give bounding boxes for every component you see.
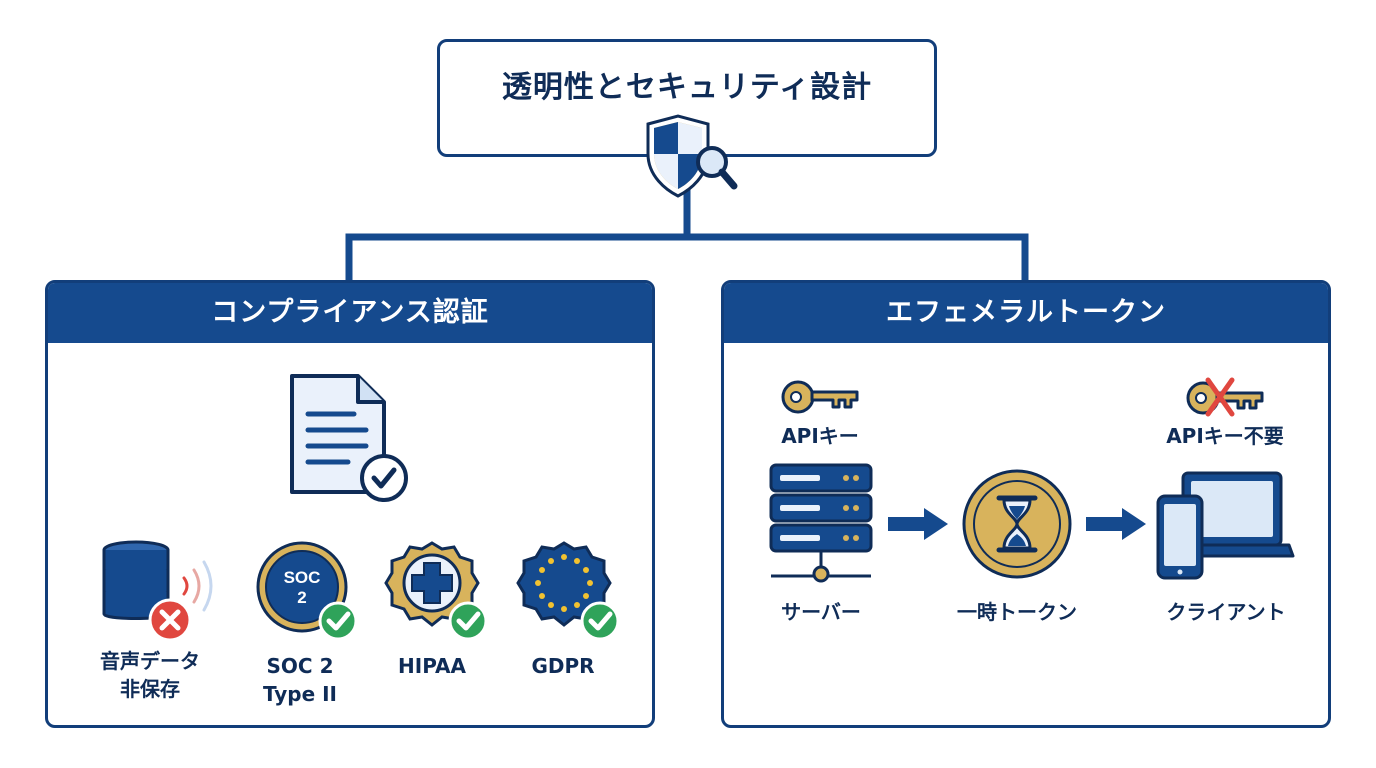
ephemeral-panel-title: エフェメラルトークン <box>724 283 1328 343</box>
svg-text:2: 2 <box>297 588 306 607</box>
arrow-right-icon <box>1086 508 1146 540</box>
database-no-storage-icon <box>102 540 213 642</box>
compliance-panel: コンプライアンス認証 <box>45 280 655 728</box>
compliance-panel-title: コンプライアンス認証 <box>48 283 652 343</box>
hipaa-badge-icon <box>384 541 488 641</box>
client-label: クライアント <box>1166 600 1286 624</box>
key-icon <box>781 380 859 414</box>
svg-text:SOC: SOC <box>284 568 321 587</box>
no-voice-storage-label: 音声データ 非保存 <box>100 649 200 701</box>
hourglass-token-icon <box>962 469 1072 579</box>
api-key-label: APIキー <box>781 424 859 448</box>
client-devices-icon <box>1156 471 1295 580</box>
server-icon <box>769 463 873 583</box>
arrow-right-icon <box>888 508 948 540</box>
key-crossed-icon <box>1186 377 1264 417</box>
gdpr-badge-icon <box>516 541 620 641</box>
gdpr-label: GDPR <box>531 654 595 678</box>
no-api-key-label: APIキー不要 <box>1166 424 1284 448</box>
server-label: サーバー <box>781 600 861 624</box>
hipaa-label: HIPAA <box>398 654 466 678</box>
temporary-token-label: 一時トークン <box>957 600 1077 624</box>
soc2-label: SOC 2 Type II <box>262 654 338 706</box>
soc2-badge-icon: SOC 2 <box>256 541 358 641</box>
page-title: 透明性とセキュリティ設計 <box>501 70 873 105</box>
document-check-icon <box>290 374 408 502</box>
shield-magnifier-icon <box>646 114 738 198</box>
